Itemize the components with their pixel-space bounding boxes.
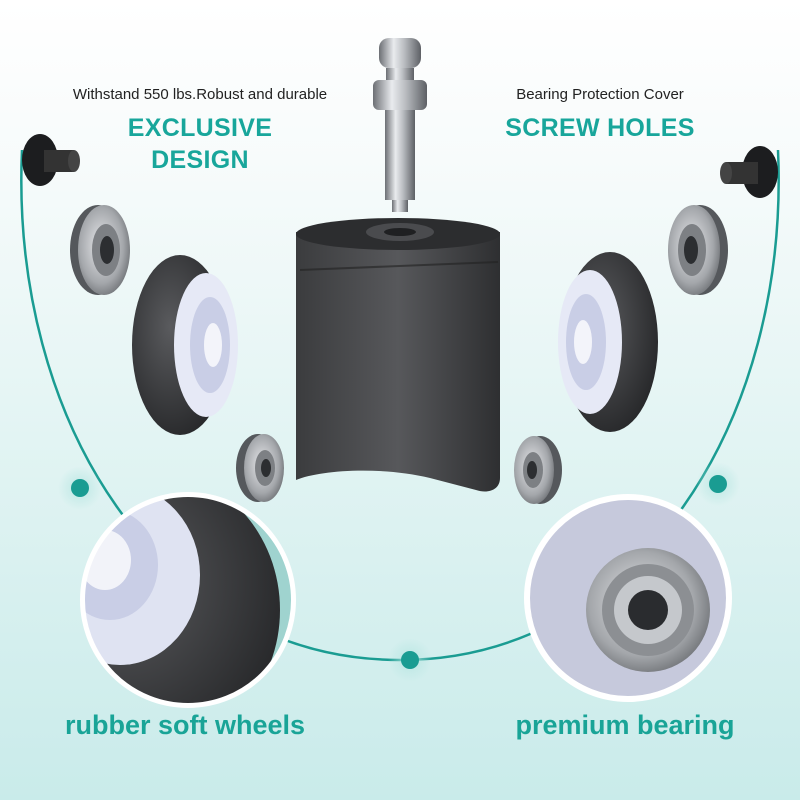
bearing-icon bbox=[514, 436, 562, 504]
bearing-icon bbox=[236, 434, 284, 502]
stem-icon bbox=[373, 38, 427, 212]
premium-bearing-label: premium bearing bbox=[515, 710, 735, 740]
wheel-icon bbox=[132, 255, 238, 435]
arc-node-left bbox=[58, 466, 102, 510]
bearing-icon bbox=[70, 205, 130, 295]
arc-node-center bbox=[388, 638, 432, 682]
left-title-line2: DESIGN bbox=[151, 146, 249, 174]
right-title: SCREW HOLES bbox=[505, 114, 695, 142]
arc-node-right bbox=[696, 462, 740, 506]
cap-icon bbox=[22, 134, 80, 186]
wheel-icon bbox=[558, 252, 658, 432]
left-subtitle: Withstand 550 lbs.Robust and durable bbox=[72, 86, 328, 103]
caster-body-icon bbox=[296, 218, 500, 492]
rubber-wheels-label: rubber soft wheels bbox=[64, 710, 306, 740]
right-subtitle: Bearing Protection Cover bbox=[516, 86, 684, 103]
rubber-wheel-closeup bbox=[80, 492, 296, 708]
cap-icon bbox=[720, 146, 778, 198]
left-title-line1: EXCLUSIVE bbox=[127, 114, 273, 142]
bearing-closeup bbox=[524, 494, 732, 702]
bearing-icon bbox=[668, 205, 728, 295]
